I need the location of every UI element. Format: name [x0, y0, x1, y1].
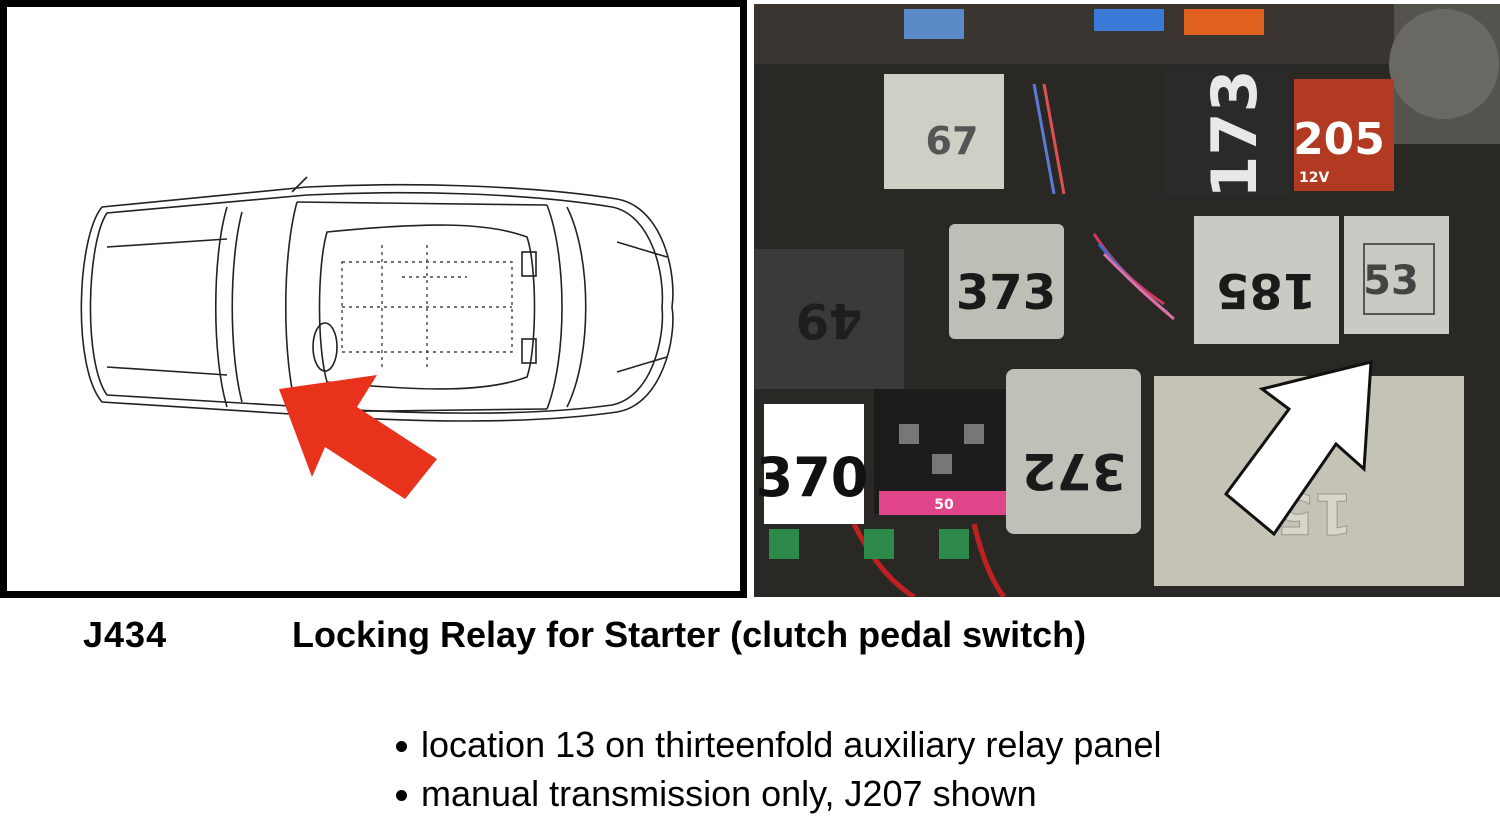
- relay-label-372: 372: [1022, 442, 1126, 500]
- relay-label-185: 185: [1216, 262, 1316, 318]
- component-code: J434: [83, 614, 168, 655]
- relay-panel-photo: 67 173 205 12V 49 373 185 53 370 50 37: [754, 4, 1500, 597]
- car-top-view-illustration: [80, 176, 674, 499]
- note-item: location 13 on thirteenfold auxiliary re…: [396, 720, 1161, 769]
- note-item: manual transmission only, J207 shown: [396, 769, 1161, 818]
- relay-panel-illustration: 67 173 205 12V 49 373 185 53 370 50 37: [754, 4, 1500, 597]
- relay-label-50: 50: [934, 497, 954, 513]
- relay-label-49: 49: [796, 292, 863, 348]
- relay-label-373: 373: [956, 265, 1056, 321]
- notes-list: location 13 on thirteenfold auxiliary re…: [396, 720, 1161, 818]
- red-arrow-icon: [279, 375, 437, 499]
- note-text: location 13 on thirteenfold auxiliary re…: [421, 724, 1162, 765]
- relay-label-370: 370: [756, 446, 869, 509]
- component-title: Locking Relay for Starter (clutch pedal …: [292, 614, 1087, 655]
- location-diagram: [0, 0, 747, 598]
- relay-label-173: 173: [1198, 69, 1271, 198]
- bullet-icon: [396, 790, 407, 801]
- relay-label-53: 53: [1363, 258, 1419, 304]
- relay-label-12v: 12V: [1299, 170, 1329, 186]
- relay-label-205: 205: [1293, 114, 1385, 165]
- white-arrow-icon: [1223, 360, 1373, 537]
- relay-label-67: 67: [926, 119, 979, 163]
- bullet-icon: [396, 741, 407, 752]
- note-text: manual transmission only, J207 shown: [421, 773, 1037, 814]
